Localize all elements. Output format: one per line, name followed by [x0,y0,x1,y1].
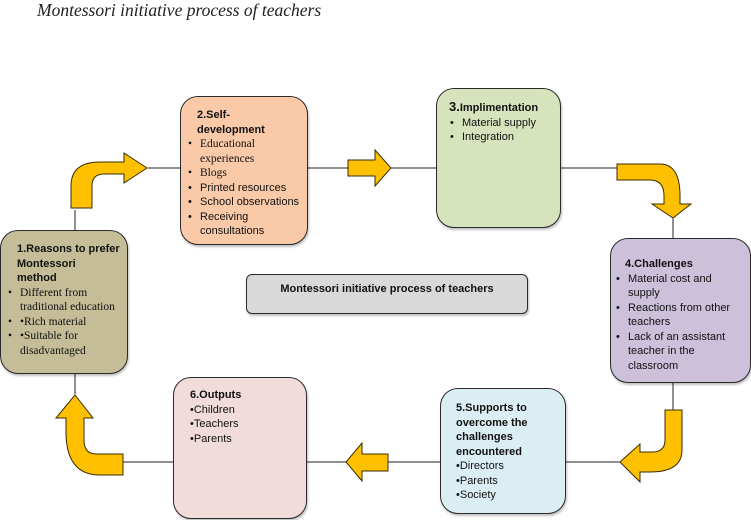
list-item: Printed resources [187,181,303,196]
step-5-supports-box: 5.Supports to overcome the challenges en… [440,388,566,514]
list-item: •Children [190,403,235,416]
list-item: •Parents [456,474,498,487]
step-heading: 5.Supports to overcome the challenges en… [456,402,528,458]
list-item: Receiving consultations [187,210,303,239]
bent-arrow-up-right-icon [70,152,148,209]
step-heading: 2.Self- development [197,109,265,136]
center-label-box: Montessori initiative process of teacher… [246,274,528,314]
diagram-title: Montessori initiative process of teacher… [37,0,322,20]
list-item: School observations [187,195,303,210]
list-item: Educational experiences [187,137,303,166]
step-items: Material supply Integration [449,116,556,145]
step-items: •Directors •Parents •Society [456,459,561,503]
step-heading: 6.Outputs [190,389,242,401]
list-item: •Society [456,489,496,501]
step-6-outputs-box: 6.Outputs •Children •Teachers •Parents [173,377,307,519]
step-heading: 4.Challenges [625,258,693,270]
step-3-implementation-box: 3.Implimentation Material supply Integra… [436,88,561,228]
step-2-self-development-box: 2.Self- development Educational experien… [180,96,308,245]
bent-arrow-left-up-icon [54,394,124,476]
step-heading: 1.Reasons to prefer Montessori method [17,243,120,284]
step-items: Educational experiences Blogs Printed re… [187,137,303,239]
step-heading: 3.Implimentation [449,99,539,114]
step-1-reasons-box: 1.Reasons to prefer Montessori method Di… [0,230,128,374]
step-items: Different from traditional education •Ri… [7,286,123,359]
list-item: •Teachers [190,418,239,430]
list-item: •Parents [190,432,232,445]
list-item: Material cost and supply [615,272,746,301]
list-item: Blogs [187,166,303,181]
list-item: •Rich material [7,315,123,330]
list-item: •Suitable for disadvantaged [7,329,123,358]
bent-arrow-down-left-icon [619,409,683,484]
step-items: Material cost and supply Reactions from … [615,272,746,374]
step-4-challenges-box: 4.Challenges Material cost and supply Re… [610,238,751,383]
bent-arrow-right-down-icon [616,163,693,219]
list-item: •Directors [456,460,504,472]
list-item: Integration [449,130,556,145]
arrow-right-icon [347,148,392,188]
list-item: Different from traditional education [7,286,123,315]
step-items: •Children •Teachers •Parents [190,403,302,447]
list-item: Reactions from other teachers [615,301,746,330]
list-item: Material supply [449,116,556,131]
list-item: Lack of an assistant teacher in the clas… [615,330,746,374]
arrow-left-icon [345,441,389,483]
